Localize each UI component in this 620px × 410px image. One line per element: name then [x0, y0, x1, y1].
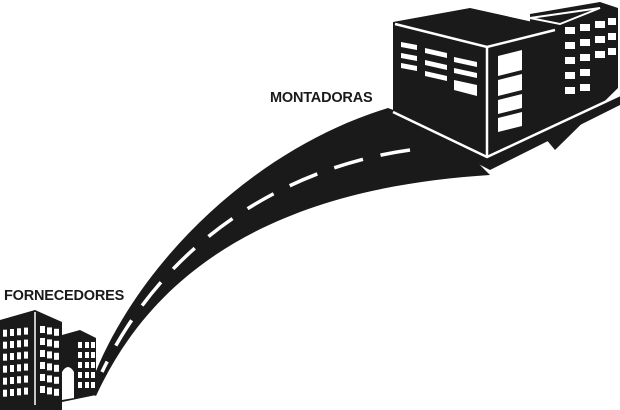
road	[88, 108, 490, 396]
window	[3, 353, 7, 361]
origin-label: FORNECEDORES	[4, 288, 125, 304]
window	[3, 389, 7, 397]
window	[40, 326, 45, 333]
window	[47, 363, 52, 371]
window	[3, 377, 7, 385]
window	[85, 372, 89, 378]
window	[40, 374, 45, 381]
window	[47, 375, 52, 383]
window	[24, 327, 28, 335]
window	[17, 376, 21, 384]
window	[24, 363, 28, 371]
window	[91, 382, 95, 388]
window	[47, 327, 52, 335]
window	[91, 372, 95, 378]
window	[10, 329, 14, 336]
office-buildings-icon	[0, 310, 96, 410]
window	[40, 338, 45, 345]
window	[40, 362, 45, 369]
window	[10, 353, 14, 360]
window	[78, 352, 82, 358]
window	[54, 364, 59, 372]
window	[47, 339, 52, 347]
window	[17, 340, 21, 348]
window	[24, 339, 28, 347]
window	[17, 328, 21, 336]
window	[85, 342, 89, 348]
window	[85, 352, 89, 358]
window	[54, 388, 59, 396]
window	[91, 362, 95, 368]
window	[85, 362, 89, 368]
window	[78, 372, 82, 378]
window	[78, 382, 82, 388]
window	[24, 351, 28, 359]
window	[54, 328, 59, 336]
window	[3, 365, 7, 373]
window	[54, 352, 59, 360]
window	[91, 352, 95, 358]
window	[17, 364, 21, 372]
window	[40, 350, 45, 357]
window	[10, 365, 14, 372]
window	[3, 329, 7, 337]
window	[47, 351, 52, 359]
factory-building-icon	[392, 2, 620, 170]
door-icon	[62, 367, 74, 400]
destination-label: MONTADORAS	[270, 90, 373, 106]
window	[78, 362, 82, 368]
window	[54, 340, 59, 348]
window	[10, 377, 14, 384]
window	[85, 382, 89, 388]
window	[24, 375, 28, 383]
window	[24, 387, 28, 395]
window	[3, 341, 7, 349]
window	[54, 376, 59, 384]
window	[91, 342, 95, 348]
window	[17, 352, 21, 360]
window	[78, 342, 82, 348]
window	[10, 389, 14, 396]
window	[47, 387, 52, 395]
window	[40, 386, 45, 393]
window	[10, 341, 14, 348]
window	[17, 388, 21, 396]
